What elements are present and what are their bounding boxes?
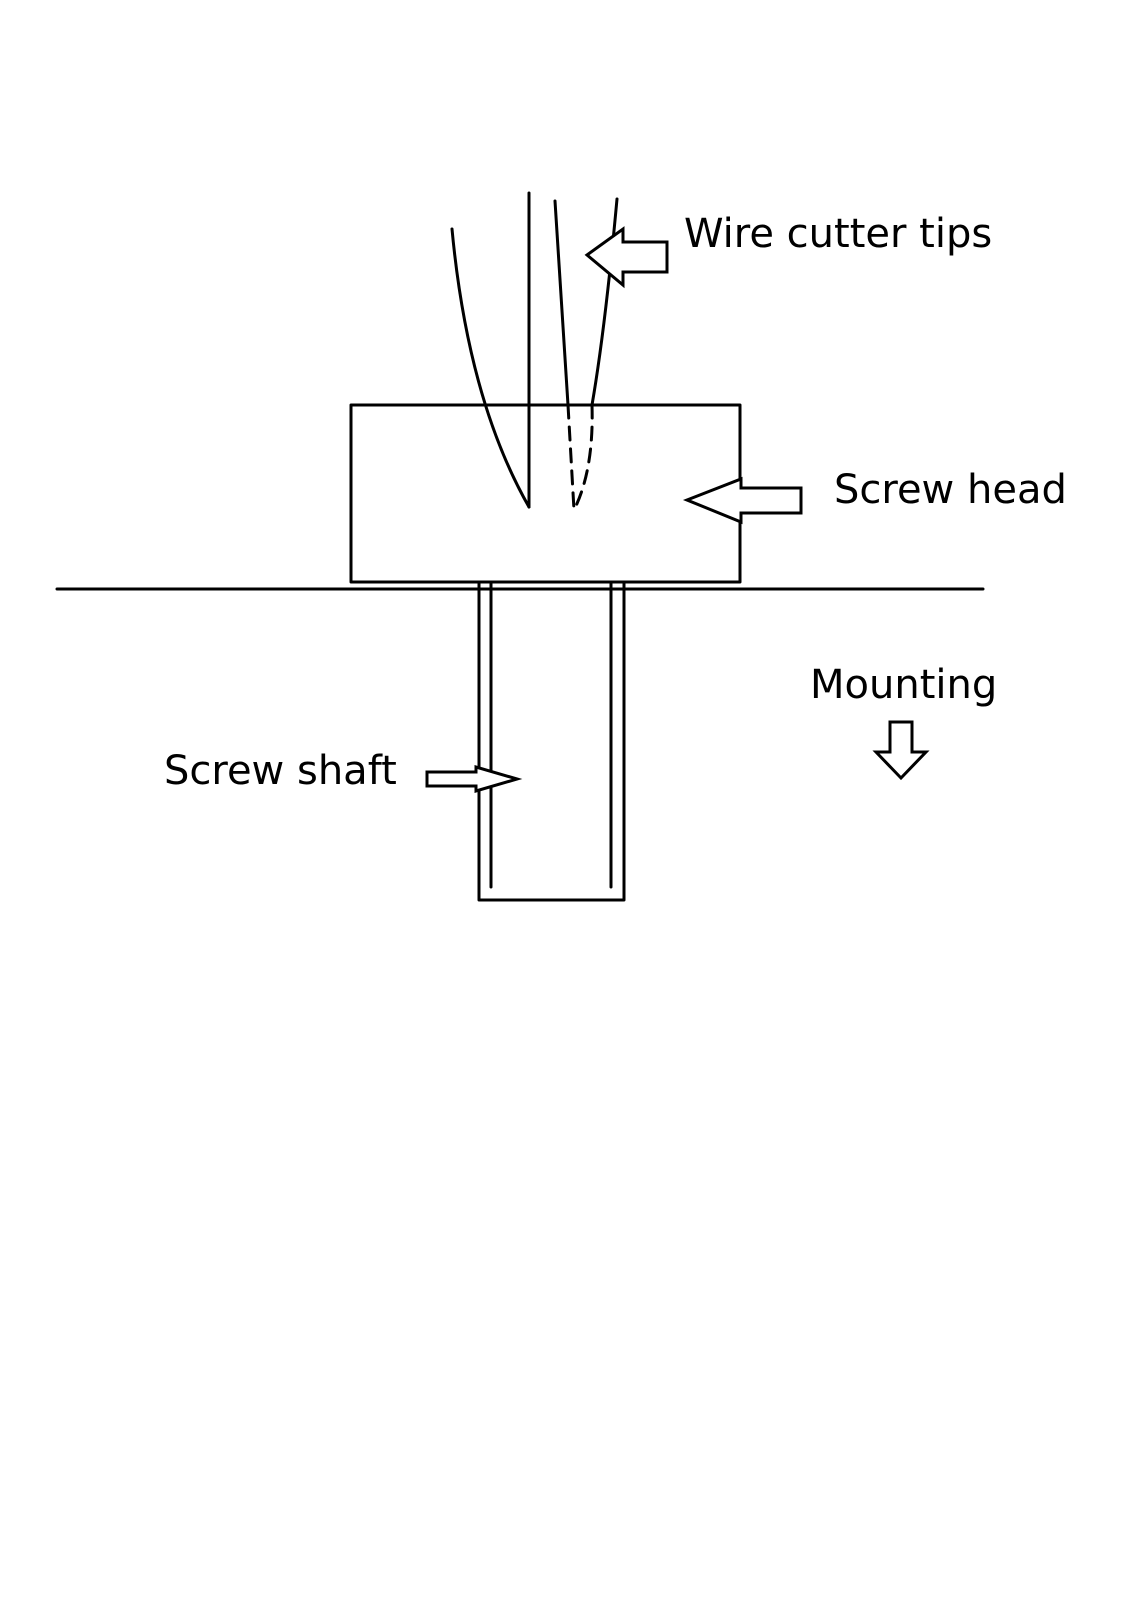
label-screw-head: Screw head: [834, 467, 1067, 513]
label-mounting: Mounting: [810, 662, 997, 708]
cutter-blade-hidden-outer: [572, 403, 594, 512]
cutter-blade-left-curve: [450, 227, 531, 509]
cutter-blade-right-outer: [590, 197, 619, 407]
arrow-mounting: [872, 720, 930, 781]
arrow-screw-head: [682, 476, 803, 525]
wire-cutter-tips: [450, 191, 619, 512]
screw-shaft-outer: [477, 580, 626, 902]
arrow-wire-cutter-tips: [584, 226, 669, 289]
label-screw-shaft: Screw shaft: [164, 748, 397, 794]
cutter-blade-hidden-inner: [566, 403, 576, 512]
cutter-blade-right-inner: [553, 199, 570, 407]
screw-shaft: [477, 580, 626, 902]
label-wire-cutter-tips: Wire cutter tips: [684, 211, 992, 257]
screw-head-rect: [349, 403, 742, 584]
arrow-screw-shaft: [425, 764, 523, 794]
